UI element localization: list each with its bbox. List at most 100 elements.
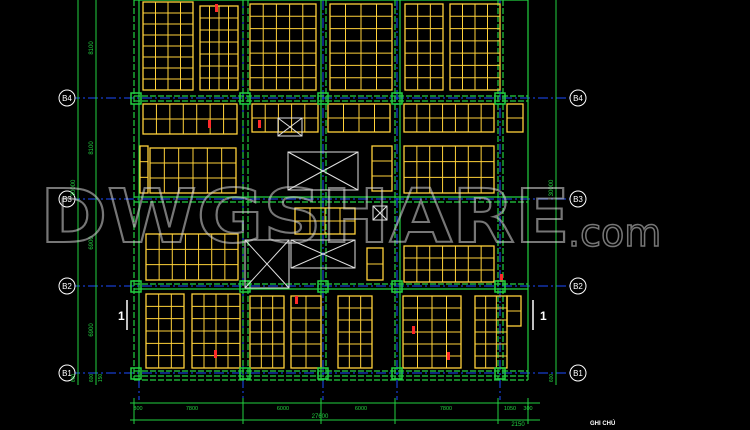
column xyxy=(494,367,506,380)
axis-bubble-circle xyxy=(569,190,587,208)
column xyxy=(391,367,403,380)
slab-panel xyxy=(145,293,185,369)
axis-bubble-circle xyxy=(58,277,76,295)
rebar-mark xyxy=(447,352,450,360)
slab-panel xyxy=(290,295,322,369)
slab-panel xyxy=(506,295,522,327)
stair-cross-2 xyxy=(277,117,303,137)
left-dim-total: 30000 xyxy=(71,179,77,196)
shaft-bottom-right xyxy=(290,239,356,269)
left-dim-b4-b3: 8100 xyxy=(89,141,95,155)
axis-bubble-circle xyxy=(569,89,587,107)
slab-panel xyxy=(403,245,495,283)
slab-panel xyxy=(142,103,238,135)
slab-panel xyxy=(403,103,495,133)
column xyxy=(317,367,329,380)
axis-bubble-label: B2 xyxy=(62,282,72,291)
slab-panel xyxy=(404,3,444,91)
axis-bubble-b3-left: B3 xyxy=(58,190,76,208)
rebar-mark xyxy=(215,4,218,12)
stair-box xyxy=(277,117,303,137)
slab-panel-edge xyxy=(249,3,317,91)
bottom-dim-label: 300 xyxy=(133,406,142,412)
left-end-dim-2: 600 xyxy=(71,374,77,383)
axis-bubble-label: B4 xyxy=(62,94,72,103)
rebar-mark xyxy=(295,296,298,304)
slab-panel xyxy=(191,293,241,369)
column xyxy=(239,92,251,105)
elevator-shaft-bottom xyxy=(244,239,290,289)
slab-panel xyxy=(402,295,462,369)
bottom-dim-label: 1050 xyxy=(504,406,516,412)
section-marks: 1 1 xyxy=(118,300,547,330)
section-mark-left-label: 1 xyxy=(118,309,125,323)
axis-bubble-b1-right: B1 xyxy=(569,364,587,382)
axis-bubble-b4-left: B4 xyxy=(58,89,76,107)
elevator-cross-2 xyxy=(287,151,359,191)
column xyxy=(391,280,403,293)
axis-bubble-b4-right: B4 xyxy=(569,89,587,107)
slab-panel-edge xyxy=(404,3,444,91)
shaft-cross-2 xyxy=(244,239,290,289)
slab-panel xyxy=(403,145,495,194)
axis-bubble-label: B1 xyxy=(573,369,583,378)
left-end-dim-3: 150 xyxy=(98,374,104,383)
axis-bubble-circle xyxy=(58,89,76,107)
note-title: GHI CHÚ xyxy=(590,420,615,427)
axis-bubble-b2-left: B2 xyxy=(58,277,76,295)
slab-panel-edge xyxy=(403,145,495,194)
left-dim-b3-b2: 6900 xyxy=(89,236,95,250)
slab-panel xyxy=(145,233,239,281)
column xyxy=(494,92,506,105)
column xyxy=(130,367,142,380)
slab-panel-edge xyxy=(371,145,393,192)
column xyxy=(317,280,329,293)
bottom-dim-total: 27600 xyxy=(312,414,329,420)
left-dim-b5-b4: 8100 xyxy=(89,41,95,55)
slab-panel xyxy=(506,103,524,133)
right-end-dim: 600 xyxy=(549,374,555,383)
slab-panel xyxy=(329,3,393,91)
rebar-mark xyxy=(214,350,217,358)
watermark-logo: DWGSHARE xyxy=(40,174,570,260)
axis-bubble-circle xyxy=(569,277,587,295)
slab-panel-edge xyxy=(403,245,495,283)
axis-bubble-label: B1 xyxy=(62,369,72,378)
axis-bubble-label: B3 xyxy=(573,195,583,204)
axis-bubble-circle xyxy=(58,364,76,382)
beam-plan xyxy=(130,0,529,381)
slab-panel xyxy=(449,3,501,91)
left-dim-b2-b1: 6900 xyxy=(89,323,95,337)
left-end-dim-1: 600 xyxy=(89,374,95,383)
slab-panel xyxy=(139,145,149,194)
small-shaft-cross-2 xyxy=(372,205,388,221)
slab-panel xyxy=(337,295,373,369)
slab-panel xyxy=(474,295,508,369)
horizontal-axis-lines xyxy=(70,97,572,374)
rebar-mark xyxy=(500,274,503,282)
column xyxy=(130,280,142,293)
bottom-dim-label: 6000 xyxy=(277,406,289,412)
rebar-mark xyxy=(412,326,415,334)
section-mark-right-label: 1 xyxy=(540,309,547,323)
core-area xyxy=(244,117,388,289)
slab-panel-edge xyxy=(145,233,239,281)
rebar-mark xyxy=(258,120,261,128)
axis-bubble-label: B4 xyxy=(573,94,583,103)
slab-panel xyxy=(366,247,384,281)
column xyxy=(239,367,251,380)
axis-bubble-b1-left: B1 xyxy=(58,364,76,382)
small-shaft xyxy=(372,205,388,221)
slab-panel xyxy=(327,103,391,133)
slab-panel xyxy=(249,295,285,369)
right-dim-total: 30000 xyxy=(549,179,555,196)
slab-panel xyxy=(371,145,393,192)
axis-bubble-circle xyxy=(58,190,76,208)
axis-bubble-label: B2 xyxy=(573,282,583,291)
watermark-suffix: .com xyxy=(568,211,661,255)
column xyxy=(391,92,403,105)
column xyxy=(494,280,506,293)
slab-panel-edge xyxy=(139,145,149,194)
axis-bubble-b2-right: B2 xyxy=(569,277,587,295)
